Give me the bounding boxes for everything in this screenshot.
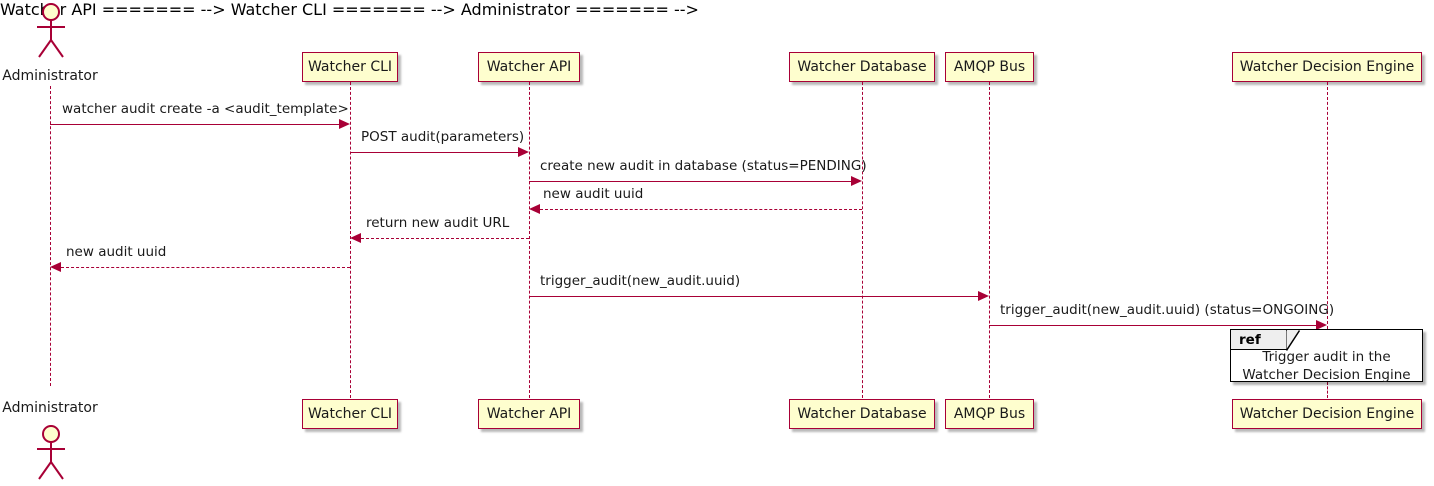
message-4-line: [540, 209, 862, 210]
message-6-label: new audit uuid: [66, 244, 167, 260]
participant-watcher-decision-engine-top[interactable]: Watcher Decision Engine: [1232, 52, 1422, 82]
actor-administrator-top-label: Administrator: [2, 68, 98, 84]
participant-watcher-api-bottom[interactable]: Watcher API: [478, 399, 580, 429]
message-3-label: create new audit in database (status=PEN…: [540, 158, 867, 174]
message-4-label: new audit uuid: [543, 186, 644, 202]
ref-fragment-line-2: Watcher Decision Engine: [1242, 367, 1411, 383]
participant-watcher-decision-engine-bottom[interactable]: Watcher Decision Engine: [1232, 399, 1422, 429]
lifeline-watcher-api: [529, 82, 530, 398]
participant-watcher-api-top[interactable]: Watcher API: [478, 52, 580, 82]
participant-watcher-database-bottom[interactable]: Watcher Database: [789, 399, 935, 429]
message-2-arrowhead: [518, 147, 529, 157]
message-4-arrowhead: [529, 204, 540, 214]
ref-fragment-tab-outline: [1286, 330, 1301, 351]
message-8-label: trigger_audit(new_audit.uuid) (status=ON…: [1000, 302, 1335, 318]
message-8-line: [989, 325, 1316, 326]
message-6-line: [61, 267, 350, 268]
lifeline-watcher-decision-engine-lower: [1327, 382, 1328, 398]
participant-amqp-bus-top[interactable]: AMQP Bus: [945, 52, 1034, 82]
lifeline-amqp-bus: [989, 82, 990, 398]
participant-watcher-cli-bottom[interactable]: Watcher CLI: [302, 399, 398, 429]
actor-administrator-bottom-figure: [37, 425, 65, 480]
lifeline-administrator: [50, 86, 51, 386]
message-7-label: trigger_audit(new_audit.uuid): [540, 273, 741, 289]
message-1-label: watcher audit create -a <audit_template>: [62, 101, 349, 117]
message-2-label: POST audit(parameters): [361, 129, 525, 145]
actor-administrator-top-figure: [37, 3, 65, 58]
message-7-arrowhead: [978, 291, 989, 301]
ref-fragment-line-1: Trigger audit in the: [1262, 348, 1391, 365]
participant-amqp-bus-bottom[interactable]: AMQP Bus: [945, 399, 1034, 429]
actor-administrator-bottom-label: Administrator: [2, 400, 98, 416]
message-2-line: [350, 152, 518, 153]
lifeline-watcher-database: [862, 82, 863, 398]
message-8-arrowhead: [1316, 320, 1327, 330]
message-1-arrowhead: [339, 119, 350, 129]
message-5-arrowhead: [350, 233, 361, 243]
ref-fragment[interactable]: ref Trigger audit in the Watcher Decisio…: [1230, 329, 1423, 383]
lifeline-watcher-decision-engine: [1327, 82, 1328, 329]
message-3-line: [529, 181, 851, 182]
message-3-arrowhead: [851, 176, 862, 186]
ref-fragment-body: Trigger audit in the Watcher Decision En…: [1231, 348, 1422, 383]
participant-watcher-cli-top[interactable]: Watcher CLI: [302, 52, 398, 82]
message-5-line: [361, 238, 529, 239]
participant-watcher-database-top[interactable]: Watcher Database: [789, 52, 935, 82]
message-7-line: [529, 296, 978, 297]
message-1-line: [50, 124, 339, 125]
message-6-arrowhead: [50, 262, 61, 272]
message-5-label: return new audit URL: [366, 215, 510, 231]
